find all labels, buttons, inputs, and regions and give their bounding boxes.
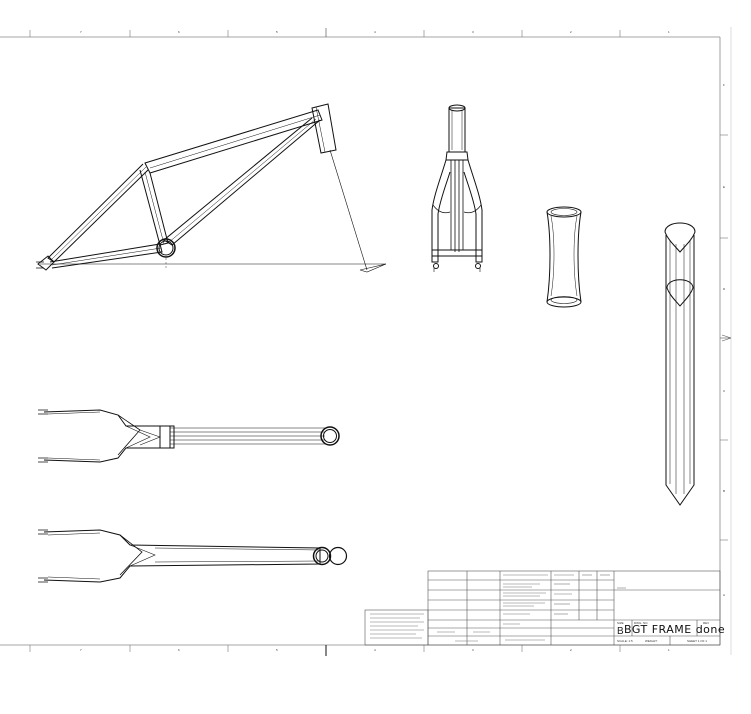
sheet-label: SHEET 1 OF 1	[687, 639, 707, 643]
ruler-right-label: E	[723, 185, 725, 189]
ruler-right-label: A	[723, 593, 725, 597]
ruler-top-label: 6	[178, 30, 180, 34]
dwg-no-label: DWG. NO.	[634, 621, 648, 625]
ruler-bottom-label: 7	[80, 648, 82, 652]
ruler-bottom-label: 6	[178, 648, 180, 652]
rev-label: REV	[703, 621, 709, 625]
size-value: B	[617, 626, 624, 637]
ruler-bottom-label: 1	[668, 648, 670, 652]
ruler-bottom-labels: 7 6 5 4 3 2 1	[80, 648, 670, 652]
ruler-right-label: F	[723, 83, 725, 87]
ruler-top-label: 2	[570, 30, 572, 34]
ruler-right-label: C	[723, 389, 726, 393]
frame-top-view-upper	[38, 409, 340, 463]
frame-top-view-lower	[38, 529, 348, 583]
ruler-right	[720, 134, 731, 541]
ruler-top-label: 7	[80, 30, 82, 34]
centering-arrow-icon	[721, 334, 732, 342]
ruler-top-label: 5	[276, 30, 278, 34]
ruler-top	[29, 28, 621, 37]
title-block-fine-print	[370, 574, 626, 642]
ruler-top-label: 4	[374, 30, 376, 34]
fork-front-view	[431, 104, 483, 272]
title-block	[364, 570, 721, 646]
ruler-top-labels: 7 6 5 4 3 2 1	[80, 30, 670, 34]
sheet-border	[0, 27, 732, 655]
ruler-top-label: 3	[472, 30, 474, 34]
seat-post-view	[664, 222, 696, 506]
frame-side-view	[36, 103, 387, 273]
ruler-bottom-label: 4	[374, 648, 376, 652]
size-label: SIZE	[617, 621, 624, 625]
head-tube-part-view	[546, 206, 582, 308]
ruler-bottom	[29, 645, 621, 656]
ruler-top-label: 1	[668, 30, 670, 34]
ruler-bottom-label: 3	[472, 648, 474, 652]
scale-label: SCALE: 1:5	[617, 639, 633, 643]
ruler-right-label: B	[723, 489, 725, 493]
ruler-right-label: D	[723, 287, 726, 291]
ruler-right-labels: F E D C B A	[723, 83, 726, 597]
ruler-bottom-label: 2	[570, 648, 572, 652]
drawing-title: BGT FRAME done	[624, 623, 725, 636]
ruler-bottom-label: 5	[276, 648, 278, 652]
weight-label: WEIGHT:	[645, 639, 658, 643]
